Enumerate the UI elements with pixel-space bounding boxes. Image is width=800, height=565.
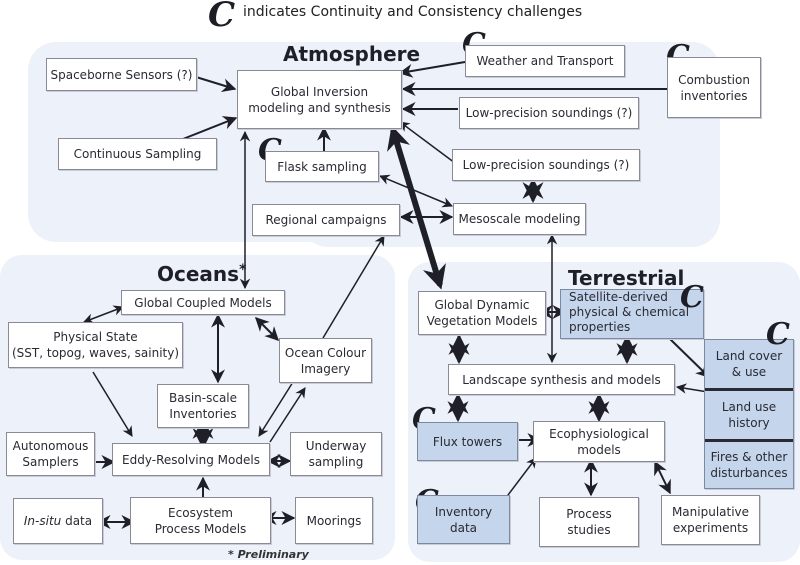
- node-eddy-resolving-models: Eddy-Resolving Models: [112, 443, 270, 476]
- node-underway-line2: sampling: [308, 455, 364, 469]
- challenge-symbol-legend: C: [208, 0, 236, 35]
- node-satellite-line3: properties: [569, 320, 631, 334]
- preliminary-footnote: * Preliminary: [228, 548, 309, 561]
- node-land-stack: Land cover & use Land use history Fires …: [704, 339, 794, 489]
- node-ocean-colour-line2: Imagery: [300, 361, 351, 376]
- node-manip-line1: Manipulative: [671, 505, 750, 519]
- node-flask-sampling: Flask sampling: [265, 151, 379, 182]
- node-ocean-colour-imagery: Ocean Colour Imagery: [279, 338, 372, 383]
- node-ecophysiological-models: Ecophysiological models: [533, 421, 665, 462]
- node-low-precision-soundings-1: Low-precision soundings (?): [459, 97, 639, 129]
- node-satellite-line1: Satellite-derived: [569, 290, 668, 304]
- node-fires-line1: Fires & other: [710, 450, 788, 464]
- node-combustion-line2: inventories: [680, 88, 748, 103]
- node-in-situ-data: In-situ data: [13, 498, 103, 544]
- node-ecophys-line2: models: [577, 442, 621, 457]
- land-stack-divider-1: [705, 388, 793, 391]
- arrow-weather-to-inversion: [398, 61, 466, 78]
- arrow-inventory-ecophys: [504, 457, 537, 500]
- node-weather-transport: Weather and Transport: [465, 45, 625, 77]
- arrow-globalcoupled-physical: [83, 305, 124, 324]
- node-basin-scale-inventories: Basin-scale Inventories: [157, 384, 249, 428]
- arrow-ecophys-manip: [654, 460, 671, 495]
- node-landscape-synthesis: Landscape synthesis and models: [448, 364, 675, 395]
- node-inventory-line1: Inventory: [434, 504, 493, 519]
- arrow-lowprec2-to-inversion: [399, 121, 456, 164]
- node-landcover-line2: & use: [731, 365, 767, 379]
- node-landcover-line1: Land cover: [715, 349, 783, 363]
- node-gdvm-line1: Global Dynamic: [434, 298, 530, 312]
- arrow-globalcoupled-oceancolour: [255, 317, 279, 341]
- node-spaceborne-sensors: Spaceborne Sensors (?): [46, 58, 197, 91]
- node-fires-disturbances: Fires & other disturbances: [710, 442, 787, 488]
- node-manip-line2: experiments: [672, 521, 749, 535]
- node-global-inversion-line1: Global Inversion: [270, 84, 369, 99]
- arrow-satellite-landcover: [669, 338, 711, 378]
- node-ocean-colour-line1: Ocean Colour: [284, 345, 367, 360]
- arrow-eddy-physical: [92, 371, 133, 437]
- node-global-inversion: Global Inversion modeling and synthesis: [237, 70, 402, 129]
- node-moorings: Moorings: [295, 497, 373, 544]
- node-basin-line1: Basin-scale: [168, 391, 238, 405]
- arrow-continuous-to-inversion: [182, 116, 238, 140]
- node-satellite-line2: physical & chemical: [569, 305, 690, 319]
- node-continuous-sampling: Continuous Sampling: [58, 138, 217, 170]
- node-landuse-line1: Land use: [721, 400, 777, 414]
- node-manipulative-experiments: Manipulative experiments: [661, 495, 760, 545]
- node-physical-line2: (SST, topog, waves, sainity): [11, 346, 180, 360]
- node-gdvm-line2: Vegetation Models: [426, 314, 538, 328]
- node-autonomous-samplers: Autonomous Samplers: [6, 432, 95, 476]
- node-land-cover-use: Land cover & use: [716, 340, 782, 388]
- node-physical-state: Physical State (SST, topog, waves, saini…: [8, 322, 183, 368]
- arrow-landuse-landscape: [675, 383, 709, 394]
- atmosphere-heading: Atmosphere: [283, 42, 421, 66]
- node-ecosystem-process-models: Ecosystem Process Models: [130, 497, 271, 544]
- legend-text: indicates Continuity and Consistency cha…: [243, 4, 583, 20]
- node-combustion-inventories: Combustion inventories: [667, 57, 761, 118]
- node-ecophys-line1: Ecophysiological: [549, 426, 649, 441]
- node-flux-towers: Flux towers: [417, 422, 518, 461]
- node-autonomous-line2: Samplers: [22, 455, 79, 469]
- node-inventory-line2: data: [449, 520, 478, 535]
- arrow-oceancolour-regional: [322, 235, 385, 339]
- node-global-inversion-line2: modeling and synthesis: [248, 100, 391, 115]
- node-ecosystem-line1: Ecosystem: [168, 505, 233, 520]
- node-satellite-derived-properties: Satellite-derived physical & chemical pr…: [560, 289, 704, 339]
- node-process-studies: Process studies: [539, 497, 639, 547]
- arrow-spaceborne-to-inversion: [195, 76, 237, 92]
- land-stack-divider-2: [705, 439, 793, 442]
- node-landuse-line2: history: [728, 416, 770, 430]
- node-low-precision-soundings-2: Low-precision soundings (?): [452, 149, 640, 181]
- node-underway-line1: Underway: [305, 439, 367, 453]
- oceans-title: Oceans: [157, 262, 240, 286]
- challenge-marker-satellite: C: [680, 280, 704, 315]
- node-underway-sampling: Underway sampling: [290, 432, 382, 476]
- node-regional-campaigns: Regional campaigns: [252, 204, 400, 236]
- node-in-situ-italic: In-situ: [23, 514, 62, 528]
- node-in-situ-rest: data: [61, 514, 93, 528]
- node-global-coupled-models: Global Coupled Models: [121, 290, 285, 315]
- arrow-inversion-gdvm-thick: [387, 125, 446, 290]
- node-basin-line2: Inventories: [169, 407, 237, 421]
- node-land-use-history: Land use history: [722, 391, 776, 439]
- node-process-line2: studies: [567, 523, 611, 537]
- arrow-oceancolour-eddy-a: [258, 381, 294, 437]
- node-mesoscale-modeling: Mesoscale modeling: [453, 203, 586, 235]
- node-process-line1: Process: [566, 507, 612, 521]
- node-combustion-line1: Combustion: [678, 72, 750, 87]
- node-global-dynamic-vegetation-models: Global Dynamic Vegetation Models: [418, 291, 546, 335]
- node-inventory-data: Inventory data: [417, 495, 510, 544]
- node-fires-line2: disturbances: [710, 466, 788, 480]
- arrow-eddy-oceancolour-b: [269, 387, 306, 443]
- node-ecosystem-line2: Process Models: [154, 521, 247, 536]
- node-physical-line1: Physical State: [53, 330, 138, 344]
- challenge-marker-land-cover: C: [766, 317, 790, 352]
- terrestrial-heading: Terrestrial: [568, 266, 685, 290]
- node-autonomous-line1: Autonomous: [12, 439, 89, 453]
